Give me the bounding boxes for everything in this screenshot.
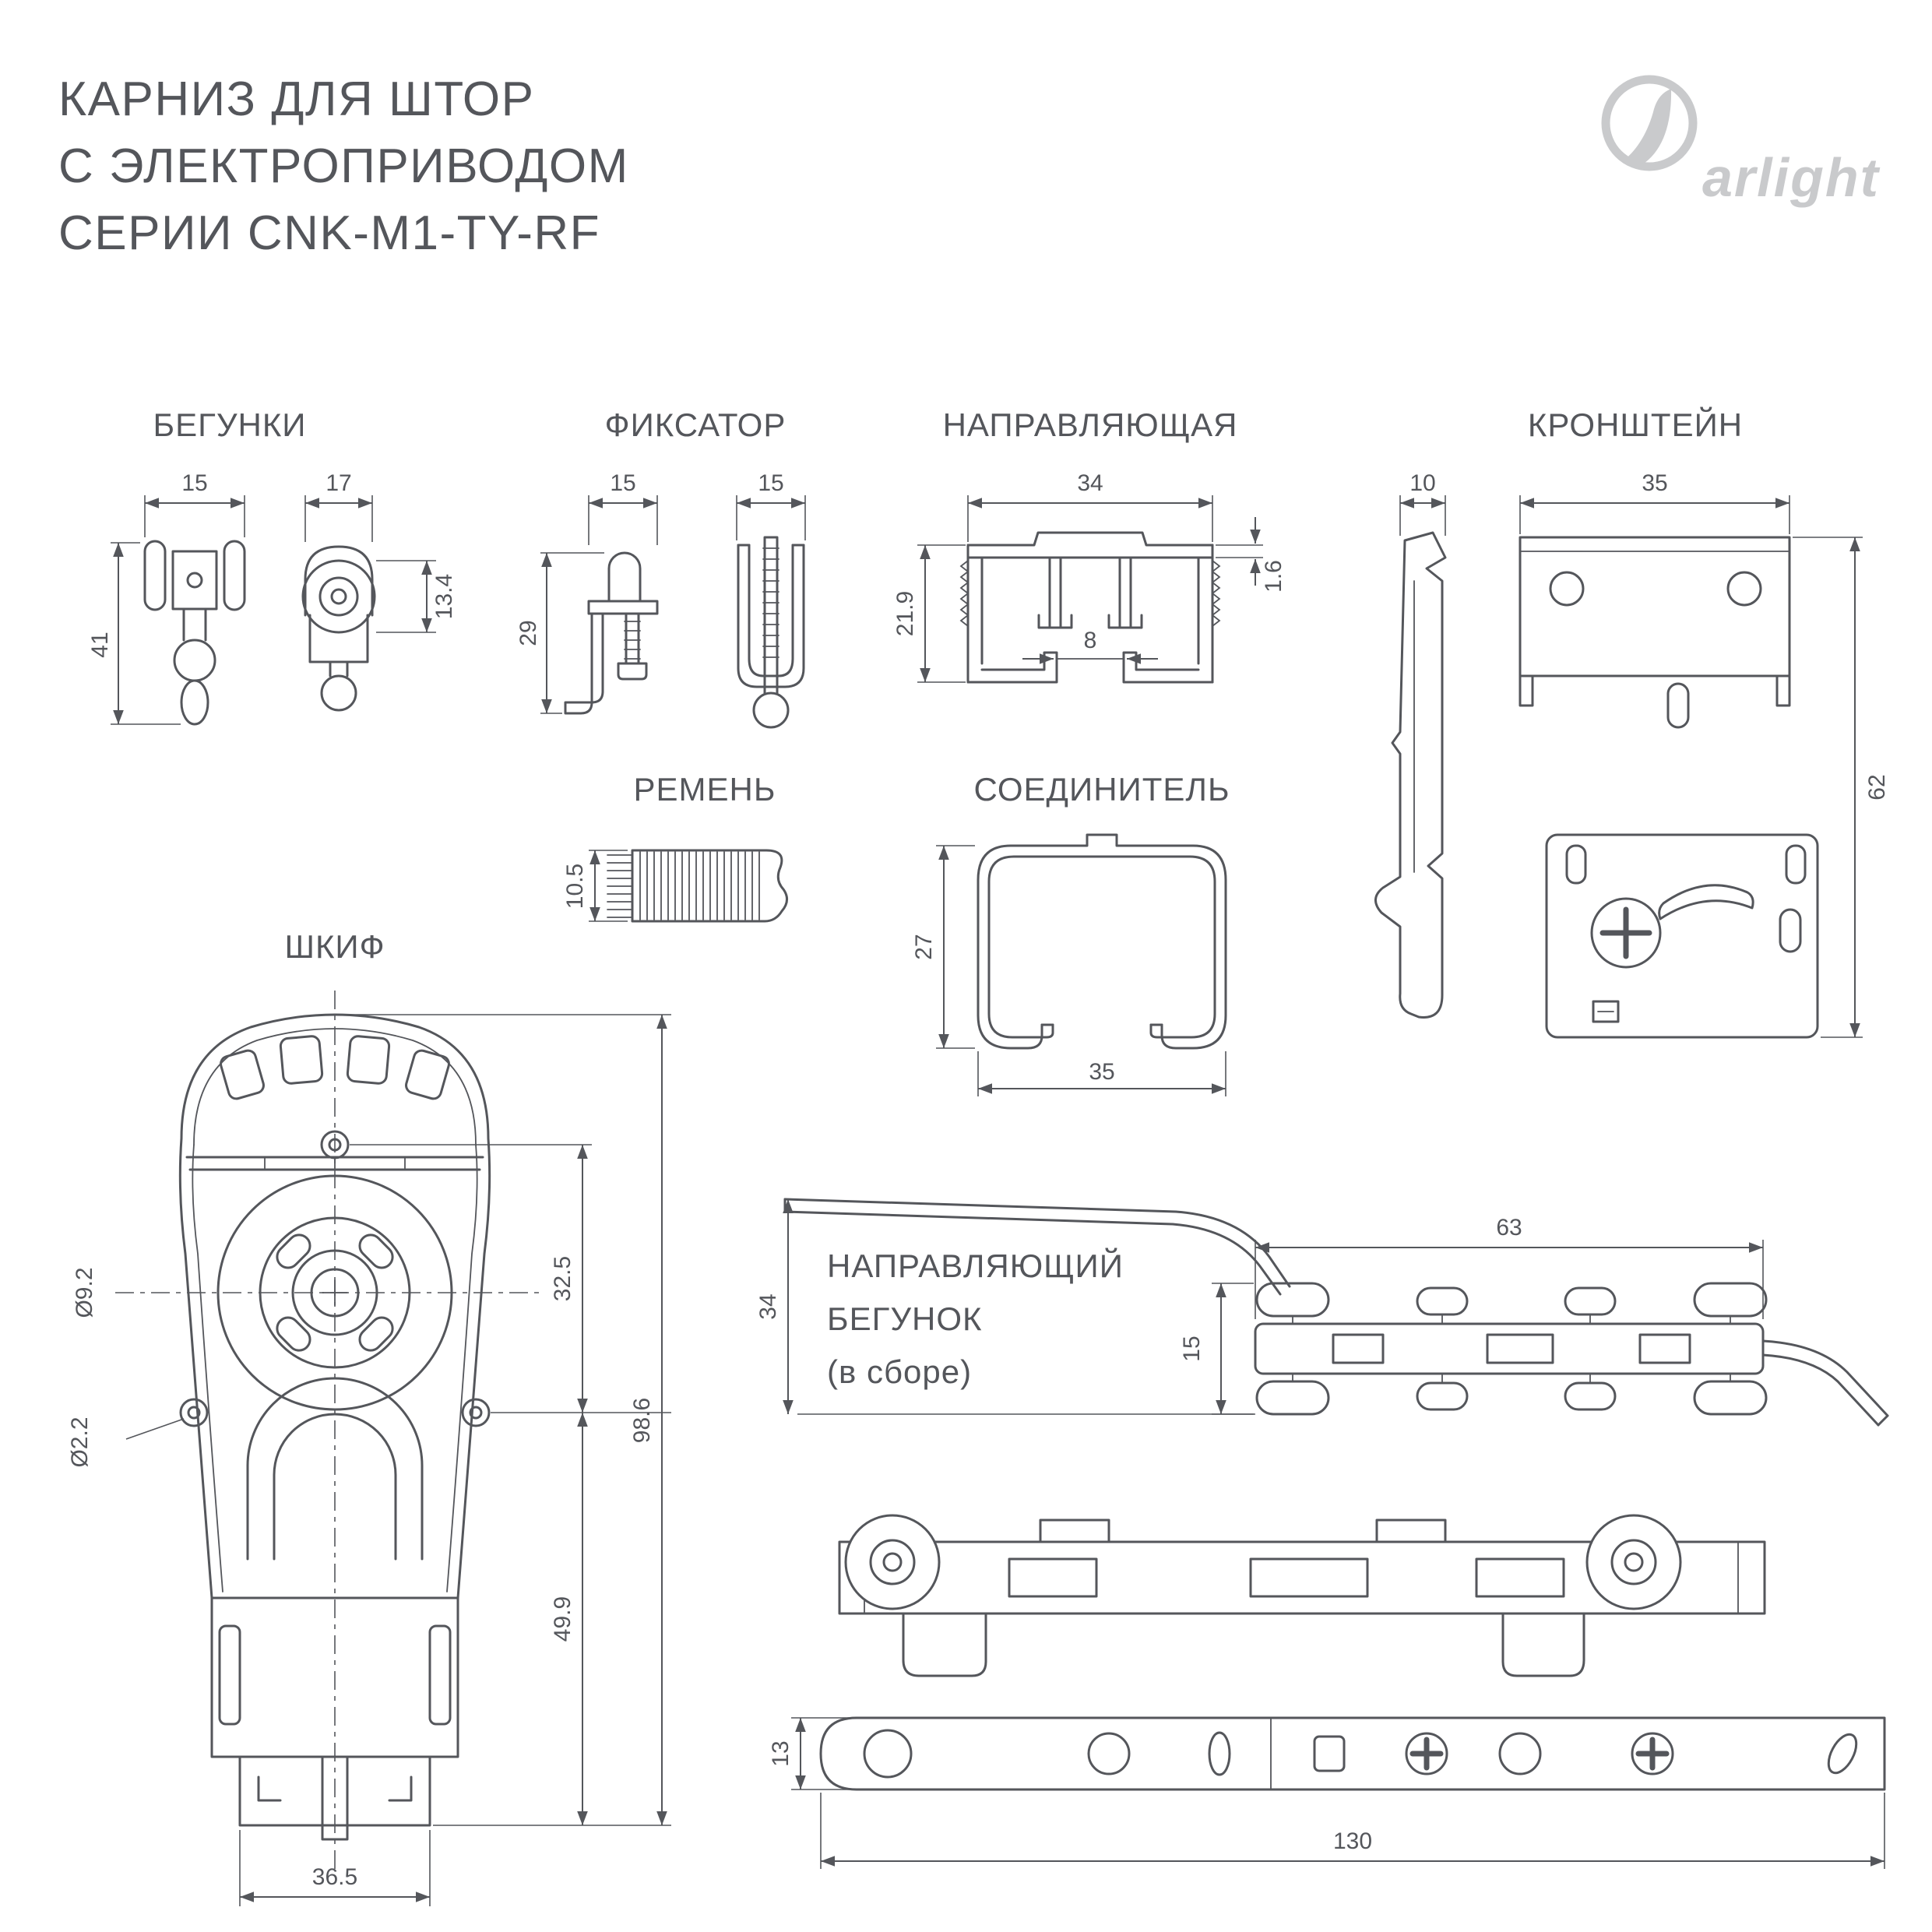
remen-dim-height: 10.5 — [562, 864, 588, 909]
rail-dim-thickness: 1.6 — [1261, 560, 1286, 593]
begunok-top-view-drawing — [783, 1198, 1889, 1427]
fiksator-label: ФИКСАТОР — [605, 406, 787, 443]
motor-unit-drawing — [115, 991, 545, 1869]
arlight-logo: arlight — [1601, 75, 1881, 208]
kronshtein-label: КРОНШТЕЙН — [1528, 406, 1743, 443]
kronshtein-dim-height: 62 — [1864, 774, 1890, 800]
begunok-dim-strip-length: 130 — [1333, 1828, 1372, 1854]
begunok-dim-height: 34 — [755, 1293, 781, 1319]
section-begunok: НАПРАВЛЯЮЩИЙ БЕГУНОК (в сборе) 63 34 15 — [755, 1198, 1889, 1869]
fiksator-right-drawing — [737, 536, 805, 729]
connector-profile-drawing — [977, 833, 1227, 1050]
page-title: КАРНИЗ ДЛЯ ШТОР С ЭЛЕКТРОПРИВОДОМ СЕРИИ … — [58, 72, 629, 260]
rail-label: НАПРАВЛЯЮЩАЯ — [943, 406, 1238, 443]
title-line-3: СЕРИИ CNK-M1-TY-RF — [58, 206, 600, 260]
shkif-dim-lower: 49.9 — [550, 1596, 575, 1642]
kronshtein-dim-width: 35 — [1642, 470, 1667, 496]
section-shkif: ШКИФ Ø9.2 Ø2.2 32.5 — [67, 928, 671, 1906]
logo-leaf-icon — [1624, 89, 1672, 167]
begunok-label-line3: (в сборе) — [827, 1353, 972, 1390]
belt-drawing — [607, 849, 788, 923]
fiksator-dim-width-right: 15 — [758, 470, 783, 496]
section-rail: НАПРАВЛЯЮЩАЯ 34 1.6 21.9 8 — [892, 406, 1286, 684]
logo-wordmark: arlight — [1702, 147, 1881, 208]
rail-dim-width: 34 — [1077, 470, 1103, 496]
title-line-2: С ЭЛЕКТРОПРИВОДОМ — [58, 139, 629, 193]
soedinitel-label: СОЕДИНИТЕЛЬ — [973, 771, 1230, 808]
section-fiksator: ФИКСАТОР 15 29 15 — [516, 406, 806, 729]
shkif-label: ШКИФ — [284, 928, 385, 965]
remen-label: РЕМЕНЬ — [634, 771, 776, 808]
soedinitel-dim-height: 27 — [911, 934, 937, 959]
runner-left-drawing — [143, 540, 246, 726]
kronshtein-dim-depth: 10 — [1409, 470, 1435, 496]
begunki-dim-width-right: 17 — [326, 470, 351, 496]
rail-dim-gap: 8 — [1084, 628, 1097, 653]
rail-dim-height: 21.9 — [892, 591, 918, 636]
title-line-1: КАРНИЗ ДЛЯ ШТОР — [58, 72, 535, 126]
shkif-dim-shaft-diameter: Ø9.2 — [72, 1267, 97, 1318]
section-remen: РЕМЕНЬ 10.5 — [562, 771, 788, 923]
shkif-dim-width: 36.5 — [312, 1864, 357, 1890]
section-kronshtein: КРОНШТЕЙН 10 35 62 — [1374, 406, 1890, 1039]
begunok-dim-strip-height: 13 — [768, 1740, 794, 1766]
fiksator-dim-height: 29 — [516, 620, 541, 646]
begunok-dim-length: 63 — [1496, 1215, 1522, 1240]
fiksator-left-drawing — [564, 551, 659, 715]
begunki-dim-height: 41 — [87, 632, 113, 657]
shkif-dim-total-height: 98.6 — [629, 1398, 655, 1443]
begunok-label-line2: БЕГУНОК — [827, 1300, 982, 1337]
soedinitel-dim-width: 35 — [1089, 1059, 1114, 1085]
shkif-dim-screw-diameter: Ø2.2 — [67, 1416, 93, 1467]
logo-ring-icon — [1601, 75, 1698, 171]
begunok-side-view-drawing — [838, 1514, 1766, 1677]
runner-right-drawing — [301, 545, 376, 712]
begunki-label: БЕГУНКИ — [153, 406, 307, 443]
begunok-dim-width: 15 — [1179, 1336, 1205, 1361]
fiksator-dim-width-left: 15 — [610, 470, 635, 496]
begunok-bottom-strip-drawing — [819, 1716, 1886, 1791]
kronshtein-plate-drawing — [1519, 536, 1819, 1039]
section-begunki: БЕГУНКИ 15 41 17 13.4 — [87, 406, 457, 726]
shkif-dim-upper: 32.5 — [550, 1256, 575, 1301]
rail-profile-drawing — [959, 531, 1221, 684]
kronshtein-side-profile-drawing — [1374, 531, 1447, 1019]
begunki-dim-width-left: 15 — [181, 470, 207, 496]
section-soedinitel: СОЕДИНИТЕЛЬ 27 35 — [911, 771, 1230, 1096]
begunok-label-line1: НАПРАВЛЯЮЩИЙ — [827, 1247, 1124, 1284]
begunki-dim-wheel: 13.4 — [431, 574, 457, 619]
